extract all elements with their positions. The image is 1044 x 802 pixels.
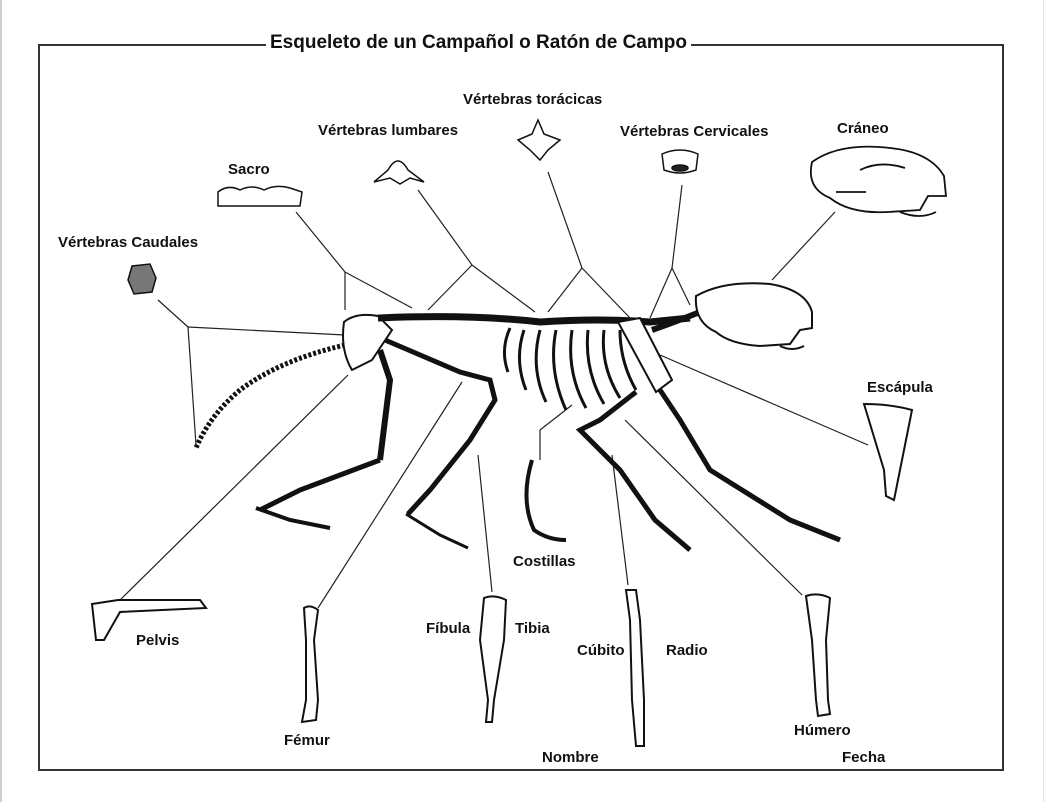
label-cubito: Cúbito bbox=[577, 643, 624, 658]
page-title: Esqueleto de un Campañol o Ratón de Camp… bbox=[266, 33, 691, 52]
caudal-vertebra-icon bbox=[128, 264, 156, 294]
label-vertebras-toracicas: Vértebras torácicas bbox=[463, 92, 602, 107]
label-humero: Húmero bbox=[794, 723, 851, 738]
label-escapula: Escápula bbox=[867, 380, 933, 395]
skeleton-body bbox=[196, 283, 840, 550]
sacrum-icon bbox=[218, 186, 302, 206]
scapula-icon bbox=[864, 404, 912, 500]
tibia-fibula-icon bbox=[480, 596, 506, 722]
skull-icon bbox=[811, 147, 946, 216]
label-nombre: Nombre bbox=[542, 750, 599, 765]
label-radio: Radio bbox=[666, 643, 708, 658]
femur-icon bbox=[302, 606, 318, 722]
lumbar-vertebra-icon bbox=[374, 161, 424, 184]
label-costillas: Costillas bbox=[513, 554, 576, 569]
label-vertebras-lumbares: Vértebras lumbares bbox=[318, 123, 458, 138]
label-femur: Fémur bbox=[284, 733, 330, 748]
label-tibia: Tibia bbox=[515, 621, 550, 636]
label-craneo: Cráneo bbox=[837, 121, 889, 136]
label-pelvis: Pelvis bbox=[136, 633, 179, 648]
tail bbox=[196, 345, 345, 448]
rib-icon bbox=[526, 460, 566, 540]
label-vertebras-caudales: Vértebras Caudales bbox=[58, 235, 198, 250]
thoracic-vertebra-icon bbox=[518, 120, 560, 160]
humerus-icon bbox=[806, 594, 830, 716]
label-vertebras-cervicales: Vértebras Cervicales bbox=[620, 124, 768, 139]
label-fibula: Fíbula bbox=[426, 621, 470, 636]
label-fecha: Fecha bbox=[842, 750, 885, 765]
ulna-radius-icon bbox=[626, 590, 644, 746]
label-sacro: Sacro bbox=[228, 162, 270, 177]
